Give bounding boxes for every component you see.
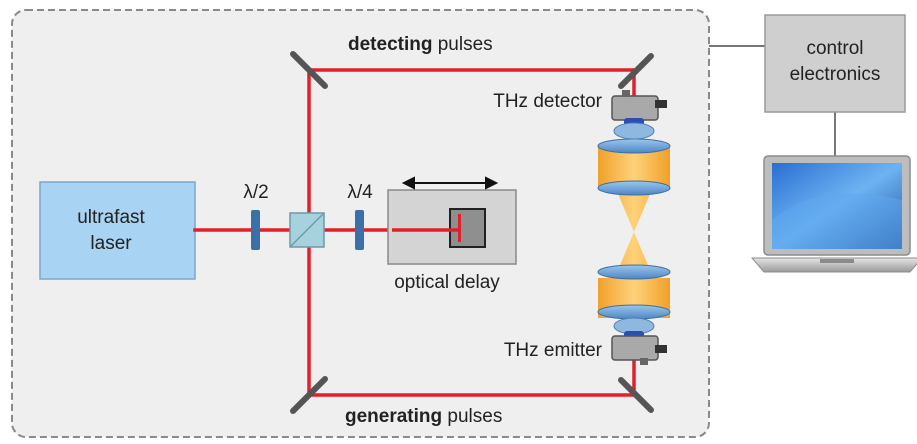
thz-lenses <box>597 138 671 320</box>
generating-pulses-label: generating pulses <box>345 406 502 427</box>
mirror-bottom-right <box>618 377 654 413</box>
detecting-bold: detecting <box>348 34 432 55</box>
optical-delay-label: optical delay <box>394 272 500 293</box>
lens-top-upper <box>597 138 671 154</box>
thz-emitter <box>611 317 667 365</box>
generating-bold: generating <box>345 406 442 427</box>
beam-splitter <box>289 212 325 248</box>
half-wave-label: λ/2 <box>243 182 268 203</box>
mirrors <box>290 51 654 414</box>
laptop-icon <box>750 155 917 273</box>
laser-label-line1: ultrafast <box>77 207 145 228</box>
thz-detector <box>611 90 667 140</box>
control-label-line1: control <box>806 38 863 59</box>
mirror-top-right <box>618 53 654 89</box>
control-electronics-box: control electronics <box>764 14 906 113</box>
generating-rest: pulses <box>442 406 502 427</box>
thz-emitter-label: THz emitter <box>504 340 603 361</box>
delay-travel-arrow <box>401 176 499 190</box>
quarter-wave-label: λ/4 <box>347 182 373 203</box>
control-label-line2: electronics <box>790 64 881 85</box>
optical-delay-stage <box>387 189 517 265</box>
quarter-wave-plate <box>355 210 364 250</box>
thz-detector-label: THz detector <box>493 91 602 112</box>
lens-bottom-lower <box>597 304 671 320</box>
half-wave-plate <box>251 210 260 250</box>
detecting-rest: pulses <box>432 34 492 55</box>
mirror-top-left <box>290 51 328 89</box>
detecting-pulses-label: detecting pulses <box>348 34 493 55</box>
lens-bottom-upper <box>597 264 671 280</box>
ultrafast-laser-box: ultrafast laser <box>39 181 196 280</box>
mirror-bottom-left <box>290 376 328 414</box>
laser-label-line2: laser <box>90 233 132 254</box>
lens-top-lower <box>597 180 671 196</box>
